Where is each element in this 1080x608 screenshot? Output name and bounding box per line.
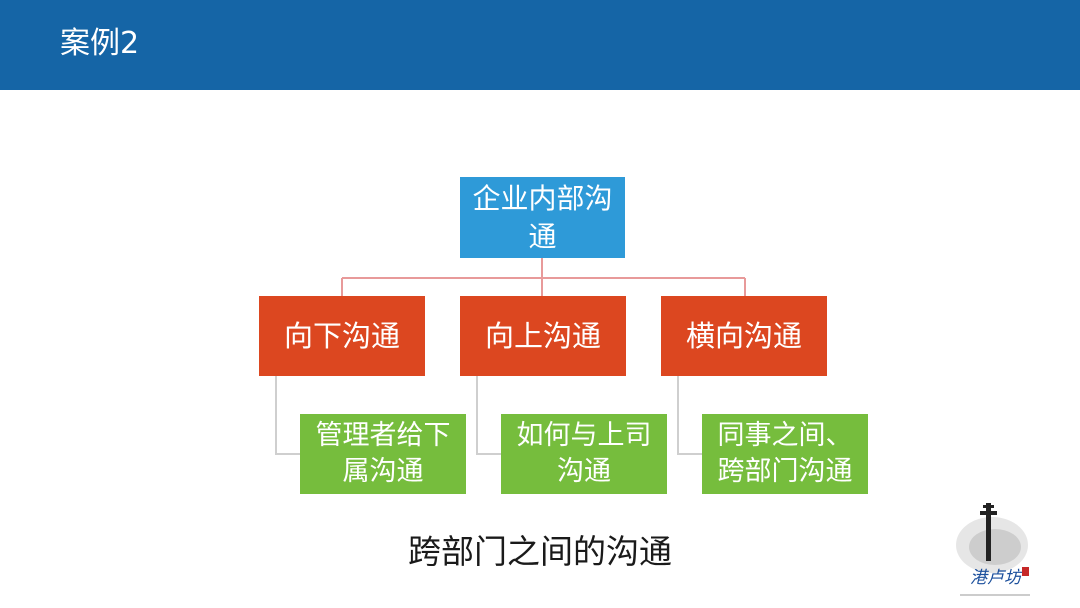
org-detail-upward: 如何与上司沟通 <box>501 414 667 494</box>
connector-branch-3-detail <box>677 376 702 455</box>
org-branch-upward: 向上沟通 <box>460 296 626 376</box>
org-branch-downward: 向下沟通 <box>259 296 425 376</box>
slide-title: 案例2 <box>60 26 140 61</box>
branch-label: 向下沟通 <box>283 319 400 353</box>
detail-label: 管理者给下属沟通 <box>315 420 451 487</box>
org-detail-horizontal: 同事之间、跨部门沟通 <box>702 414 868 494</box>
org-detail-downward: 管理者给下属沟通 <box>300 414 466 494</box>
org-root-label: 企业内部沟通 <box>472 181 613 253</box>
detail-label: 同事之间、跨部门沟通 <box>717 420 853 487</box>
connector-branch-1-detail <box>275 376 300 455</box>
watermark-logo-icon: 港卢坊 <box>956 503 1030 596</box>
video-subtitle: 跨部门之间的沟通 <box>408 532 672 571</box>
org-root-node: 企业内部沟通 <box>460 177 625 258</box>
org-branch-horizontal: 横向沟通 <box>661 296 827 376</box>
branch-label: 向上沟通 <box>484 319 601 353</box>
branch-label: 横向沟通 <box>685 319 802 353</box>
detail-label: 如何与上司沟通 <box>516 420 652 487</box>
connector-branch-2-detail <box>476 376 501 455</box>
svg-text:港卢坊: 港卢坊 <box>970 568 1024 588</box>
slide-header: 案例2 <box>0 0 1080 90</box>
